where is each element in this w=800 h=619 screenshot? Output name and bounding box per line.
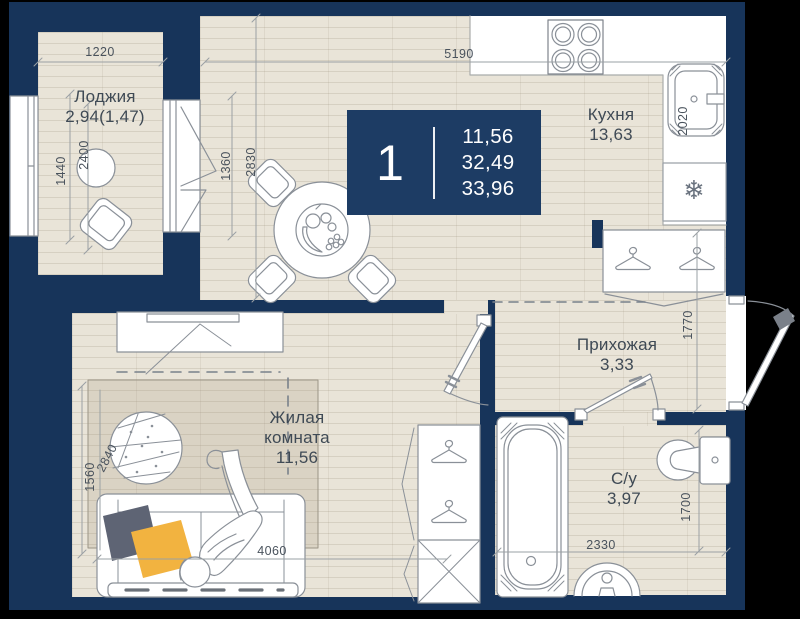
kitchen-label: Кухня 13,63 bbox=[551, 105, 671, 145]
door-handle bbox=[773, 308, 795, 330]
snowflake-icon: ❄ bbox=[683, 176, 705, 206]
room-area: 3,97 bbox=[607, 489, 641, 508]
badge-area-living: 11,56 bbox=[462, 124, 514, 148]
wardrobe-floor bbox=[663, 225, 726, 300]
dim-room-depth: 2830 bbox=[244, 147, 258, 177]
dim-loggia-depth: 1440 bbox=[54, 156, 68, 186]
dim-top-width: 5190 bbox=[444, 47, 474, 61]
living-label: Жилая комната 11,56 bbox=[247, 408, 347, 468]
dim-bath-width: 2330 bbox=[586, 538, 616, 552]
dim-living-side: 1560 bbox=[83, 462, 97, 492]
dim-kitchen-sink: 2020 bbox=[676, 106, 690, 136]
badge-divider bbox=[433, 126, 435, 199]
badge-area-net: 32,49 bbox=[461, 150, 515, 174]
room-area: 13,63 bbox=[589, 125, 633, 144]
apartment-badge: 1 11,56 32,49 33,96 bbox=[347, 110, 541, 215]
living-door-opening bbox=[444, 300, 488, 314]
hallway-label: Прихожая 3,33 bbox=[547, 335, 687, 375]
dim-balcony-door: 1360 bbox=[219, 151, 233, 181]
dim-loggia-width: 1220 bbox=[85, 45, 115, 59]
dim-bath-depth: 1700 bbox=[679, 492, 693, 522]
room-name: Жилая комната bbox=[264, 408, 330, 447]
dim-hallway-depth: 1770 bbox=[681, 310, 695, 340]
bathroom-label: С/у 3,97 bbox=[574, 469, 674, 509]
room-name: С/у bbox=[610, 469, 638, 488]
badge-area-total: 33,96 bbox=[461, 176, 515, 200]
bathroom-door-opening bbox=[583, 412, 657, 426]
room-name: Прихожая bbox=[576, 335, 658, 354]
room-name: Лоджия bbox=[74, 87, 136, 106]
room-name: Кухня bbox=[587, 105, 635, 124]
dim-loggia-length: 2400 bbox=[77, 140, 91, 170]
dim-living-width: 4060 bbox=[257, 544, 287, 558]
room-area: 3,33 bbox=[600, 355, 634, 374]
room-area: 2,94(1,47) bbox=[65, 107, 145, 126]
room-area: 11,56 bbox=[275, 448, 319, 467]
badge-room-count: 1 bbox=[376, 134, 404, 191]
loggia-label: Лоджия 2,94(1,47) bbox=[40, 87, 170, 127]
